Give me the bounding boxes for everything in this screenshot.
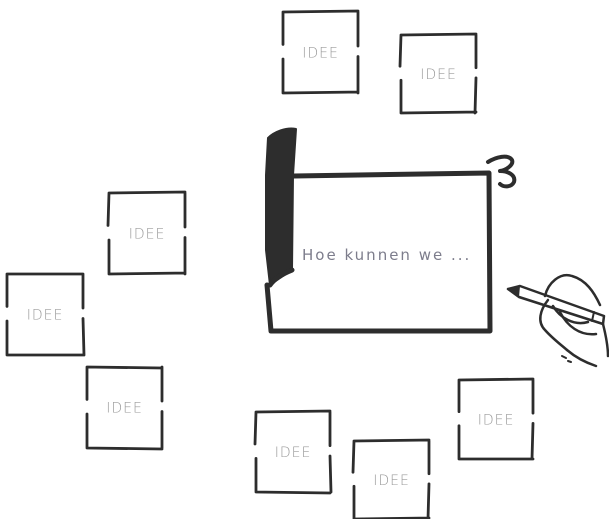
hand-holding-pen-icon [508, 275, 608, 366]
idea-card-1[interactable]: IDEE [283, 11, 358, 93]
idea-card-5[interactable]: IDEE [87, 367, 162, 449]
idea-card-7[interactable]: IDEE [353, 440, 429, 519]
idea-card-label: IDEE [373, 473, 410, 489]
idea-card-label: IDEE [129, 227, 166, 243]
idea-card-label: IDEE [420, 67, 457, 83]
idea-card-label: IDEE [27, 308, 64, 324]
question-card-spine [266, 129, 296, 285]
question-card-curl [488, 157, 514, 187]
idea-card-3[interactable]: IDEE [108, 192, 185, 274]
idea-card-6[interactable]: IDEE [255, 411, 331, 493]
question-card-text: Hoe kunnen we ... [302, 246, 471, 264]
idea-card-8[interactable]: IDEE [459, 379, 533, 459]
idea-card-label: IDEE [275, 445, 312, 461]
idea-card-label: IDEE [478, 413, 515, 429]
idea-card-2[interactable]: IDEE [400, 34, 476, 113]
idea-card-label: IDEE [302, 46, 339, 62]
idea-card-label: IDEE [106, 401, 143, 417]
question-card[interactable]: Hoe kunnen we ... [266, 129, 514, 331]
idea-card-4[interactable]: IDEE [7, 274, 84, 355]
